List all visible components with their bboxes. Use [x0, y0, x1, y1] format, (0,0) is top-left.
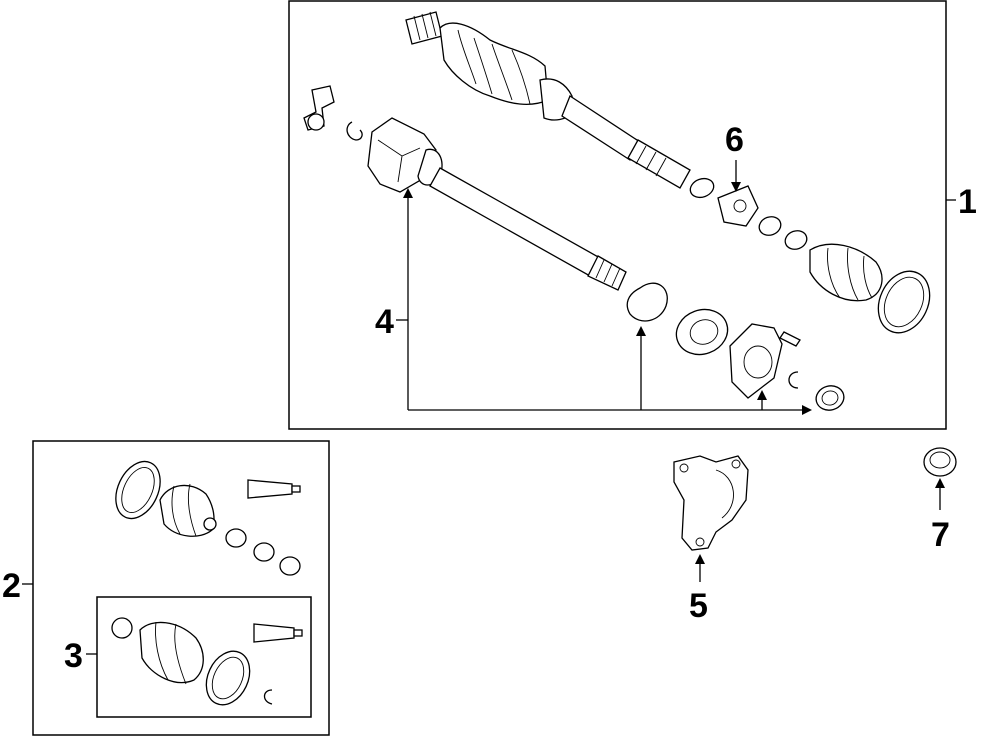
inner-kit-grease-tube — [253, 623, 303, 643]
callout-2: 2 — [2, 567, 21, 605]
callout-6: 6 — [725, 121, 744, 159]
kit-clamp-3 — [279, 556, 301, 576]
callout-4: 4 — [375, 303, 394, 341]
dust-deflector — [717, 185, 759, 227]
frame-boot-kit-inner — [96, 596, 312, 718]
callout-leaders — [396, 160, 956, 415]
outer-boot — [809, 243, 883, 302]
hub-carrier — [729, 323, 783, 399]
callout-3: 3 — [64, 637, 83, 675]
kit-clamp-1 — [225, 528, 247, 548]
clamp-small-1 — [689, 177, 715, 199]
frame-boot-kit-outer — [32, 440, 330, 736]
bushing — [923, 447, 957, 477]
upper-axle-shaft — [405, 11, 691, 189]
boot-clamp-large — [877, 270, 931, 334]
inner-seal — [815, 385, 845, 411]
inner-kit-snap-ring — [263, 689, 273, 705]
kit-grease-tube — [247, 479, 301, 499]
callout-5: 5 — [689, 587, 708, 625]
kit-clamp-2 — [253, 542, 275, 562]
lower-axle-shaft — [303, 85, 627, 291]
inner-kit-boot-clamp — [205, 650, 251, 706]
wheel-bearing — [675, 308, 729, 356]
pin — [779, 331, 801, 347]
inner-kit-boot — [139, 621, 204, 685]
clamp-small-3 — [784, 230, 808, 250]
callout-1: 1 — [958, 183, 977, 221]
frame-axle-assembly — [288, 0, 947, 430]
snap-ring-large — [626, 282, 668, 322]
steering-knuckle — [673, 455, 749, 551]
snap-ring-small — [788, 371, 799, 389]
callout-7: 7 — [931, 516, 950, 554]
inner-kit-clamp-small — [111, 617, 133, 639]
clamp-small-2 — [758, 216, 782, 236]
kit-boot-clamp — [115, 460, 161, 520]
kit-boot — [159, 483, 217, 537]
